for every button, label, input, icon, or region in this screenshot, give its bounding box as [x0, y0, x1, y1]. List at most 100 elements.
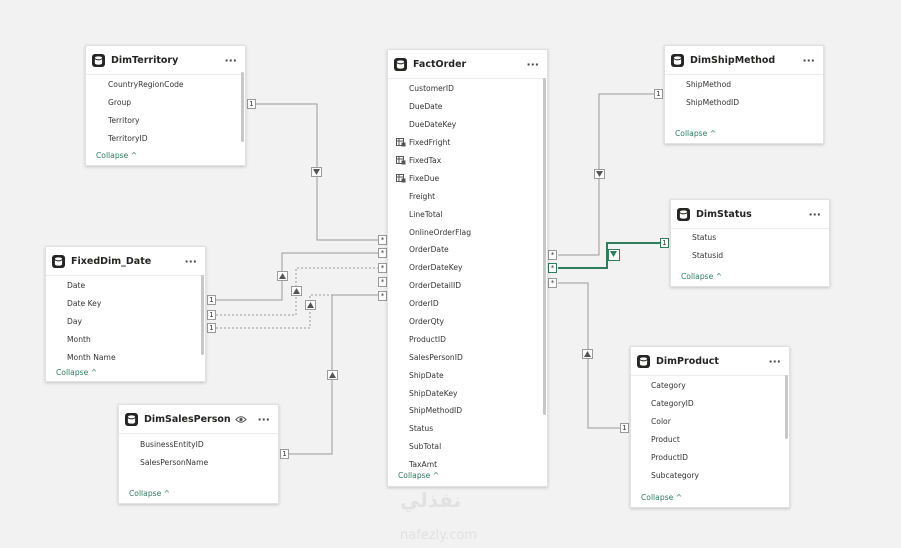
table-title: DimSalesPerson	[144, 413, 231, 425]
table-header[interactable]: DimStatus ···	[671, 200, 829, 229]
field-item[interactable]: Date	[67, 281, 86, 291]
collapse-link[interactable]: Collapse ^	[681, 272, 723, 281]
field-item[interactable]: Color	[651, 417, 671, 427]
field-item[interactable]: ProductID	[651, 453, 688, 462]
calculated-column-icon	[396, 156, 406, 165]
scrollbar[interactable]	[785, 375, 788, 439]
field-item[interactable]: Day	[67, 317, 82, 327]
scrollbar[interactable]	[241, 72, 244, 142]
more-options-icon[interactable]: ···	[768, 354, 781, 368]
field-item[interactable]: Freight	[409, 191, 436, 201]
eye-icon[interactable]	[235, 415, 248, 424]
field-item[interactable]: Month	[67, 335, 91, 345]
collapse-link[interactable]: Collapse ^	[675, 129, 717, 138]
field-item[interactable]: Territory	[108, 116, 140, 126]
filter-direction-arrow-icon[interactable]	[277, 271, 288, 281]
field-item[interactable]: FixeDue	[388, 169, 547, 187]
field-item[interactable]: TaxAmt	[409, 460, 438, 470]
field-item[interactable]: Statusid	[692, 251, 724, 261]
field-list: ShipMethod ShipMethodID	[665, 75, 823, 112]
more-options-icon[interactable]: ···	[802, 53, 815, 67]
field-item[interactable]: ShipMethodID	[409, 406, 463, 416]
table-header[interactable]: DimSalesPerson ···	[119, 405, 278, 434]
watermark-logo: نفذلي	[400, 488, 462, 512]
field-item[interactable]: SalesPersonID	[409, 352, 463, 362]
filter-direction-arrow-icon[interactable]	[305, 300, 316, 310]
rel-factorder-status	[558, 242, 660, 269]
calculated-column-icon	[396, 138, 406, 147]
cardinality-many-marker: *	[378, 291, 387, 301]
field-item[interactable]: OrderDate	[409, 245, 449, 255]
scrollbar[interactable]	[543, 78, 546, 415]
more-options-icon[interactable]: ···	[224, 53, 237, 67]
field-item[interactable]: DueDateKey	[409, 120, 457, 130]
field-item[interactable]: DueDate	[409, 102, 443, 112]
field-item[interactable]: Group	[108, 98, 132, 108]
table-card-factorder[interactable]: FactOrder ··· CustomerID DueDate DueDate…	[387, 49, 548, 487]
table-header[interactable]: DimShipMethod ···	[665, 46, 823, 75]
field-item[interactable]: CustomerID	[409, 84, 454, 94]
table-title: DimStatus	[696, 208, 752, 220]
collapse-link[interactable]: Collapse ^	[641, 493, 683, 502]
field-item[interactable]: SalesPersonName	[140, 458, 209, 468]
field-item[interactable]: Category	[651, 381, 686, 391]
field-item[interactable]: OnlineOrderFlag	[409, 227, 472, 237]
field-item[interactable]: ShipMethodID	[686, 98, 740, 108]
table-card-dimterritory[interactable]: DimTerritory ··· CountryRegionCode Group…	[85, 45, 246, 166]
field-item[interactable]: FixedTax	[388, 152, 547, 170]
filter-direction-arrow-icon[interactable]	[291, 286, 302, 296]
table-header[interactable]: FixedDim_Date ···	[46, 247, 205, 276]
field-item[interactable]: Month Name	[67, 353, 116, 362]
table-card-dimsalesperson[interactable]: DimSalesPerson ··· BusinessEntityID Sale…	[118, 404, 279, 504]
filter-direction-arrow-icon[interactable]	[608, 249, 620, 261]
filter-direction-arrow-icon[interactable]	[327, 370, 338, 380]
rel-date-orderdatekey	[216, 267, 378, 316]
table-card-fixeddim-date[interactable]: FixedDim_Date ··· Date Date Key Day Mont…	[45, 246, 206, 382]
more-options-icon[interactable]: ···	[808, 207, 821, 221]
field-item[interactable]: CountryRegionCode	[108, 80, 184, 90]
field-item[interactable]: ShipDateKey	[409, 388, 458, 398]
table-card-dimstatus[interactable]: DimStatus ··· Status Statusid Collapse ^	[670, 199, 830, 287]
cardinality-one-marker: 1	[207, 323, 216, 333]
more-options-icon[interactable]: ···	[526, 57, 539, 71]
more-options-icon[interactable]: ···	[184, 254, 197, 268]
field-item[interactable]: FixedFright	[388, 134, 547, 152]
more-options-icon[interactable]: ···	[257, 412, 270, 426]
field-item[interactable]: Status	[409, 424, 434, 434]
table-header[interactable]: DimTerritory ···	[86, 46, 245, 75]
table-card-dimshipmethod[interactable]: DimShipMethod ··· ShipMethod ShipMethodI…	[664, 45, 824, 144]
filter-direction-arrow-icon[interactable]	[594, 169, 605, 179]
field-item[interactable]: ProductID	[409, 334, 446, 344]
filter-direction-arrow-icon[interactable]	[311, 167, 322, 177]
field-item[interactable]: LineTotal	[409, 209, 443, 219]
field-item[interactable]: ShipDate	[409, 370, 444, 380]
collapse-link[interactable]: Collapse ^	[96, 151, 138, 160]
field-list: Category CategoryID Color Product Produc…	[631, 376, 789, 484]
field-item[interactable]: SubTotal	[409, 442, 442, 452]
field-item[interactable]: OrderQty	[409, 317, 445, 327]
table-title: DimShipMethod	[690, 54, 776, 66]
field-item[interactable]: OrderDateKey	[409, 263, 463, 273]
field-list: BusinessEntityID SalesPersonName	[119, 434, 278, 472]
filter-direction-arrow-icon[interactable]	[582, 349, 593, 359]
field-item[interactable]: CategoryID	[651, 399, 694, 409]
field-item[interactable]: OrderID	[409, 299, 439, 309]
cardinality-many-marker: *	[378, 235, 387, 245]
field-item[interactable]: OrderDetailID	[409, 281, 462, 291]
collapse-link[interactable]: Collapse ^	[56, 368, 98, 377]
field-item[interactable]: ShipMethod	[686, 80, 732, 90]
scrollbar[interactable]	[201, 275, 204, 355]
field-list: CountryRegionCode Group Territory Territ…	[86, 75, 245, 148]
table-header[interactable]: DimProduct ···	[631, 347, 789, 376]
field-item[interactable]: Status	[692, 233, 717, 243]
table-header[interactable]: FactOrder ···	[388, 50, 547, 79]
table-card-dimproduct[interactable]: DimProduct ··· Category CategoryID Color…	[630, 346, 790, 508]
field-item[interactable]: BusinessEntityID	[140, 440, 204, 450]
collapse-link[interactable]: Collapse ^	[129, 489, 171, 498]
field-item[interactable]: Subcategory	[651, 470, 700, 480]
field-item[interactable]: Product	[651, 435, 680, 445]
collapse-link[interactable]: Collapse ^	[398, 471, 440, 480]
table-title: FactOrder	[413, 58, 467, 70]
field-item[interactable]: Date Key	[67, 299, 102, 309]
field-item[interactable]: TerritoryID	[108, 134, 148, 144]
